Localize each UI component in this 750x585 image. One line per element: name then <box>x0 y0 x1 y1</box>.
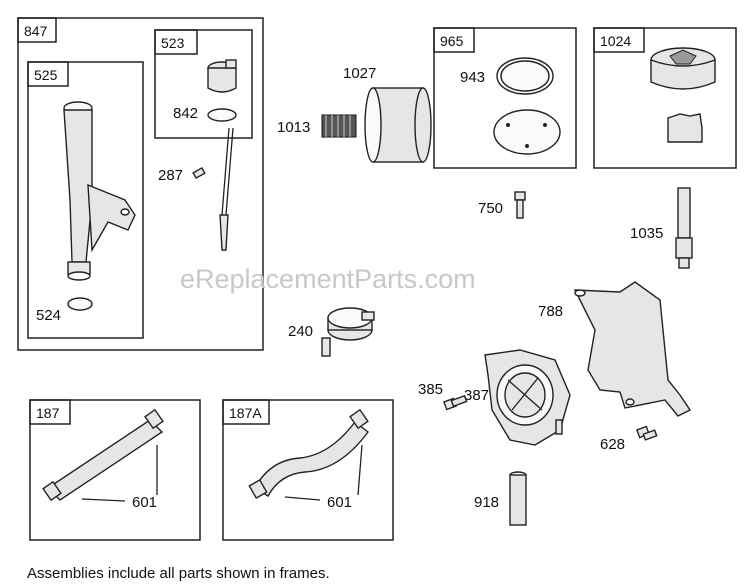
frame-965-tag: 965 <box>440 33 464 49</box>
frame-525-tag-box <box>27 61 69 87</box>
leader-601b-h <box>284 496 321 501</box>
label-524: 524 <box>36 307 61 324</box>
dipstick-rod <box>219 127 234 251</box>
dipstick-cap <box>207 59 237 93</box>
frame-187 <box>29 399 201 541</box>
label-287: 287 <box>158 167 183 184</box>
label-601b: 601 <box>327 494 352 511</box>
frame-187a-tag: 187A <box>229 405 262 421</box>
oil-pump-rotor-outer <box>650 47 716 90</box>
frame-965 <box>433 27 577 169</box>
label-387: 387 <box>464 387 489 404</box>
label-1035: 1035 <box>630 225 663 242</box>
frame-187-tag-box <box>29 399 71 425</box>
frame-525-tag: 525 <box>34 67 58 83</box>
label-750: 750 <box>478 200 503 217</box>
frame-965-tag-box <box>433 27 475 53</box>
frame-523-tag: 523 <box>161 35 185 51</box>
frame-847 <box>17 17 264 351</box>
frame-1024 <box>593 27 737 169</box>
screw-750 <box>514 191 526 219</box>
hose-187a <box>248 408 369 500</box>
label-385: 385 <box>418 381 443 398</box>
screw-385 <box>443 394 468 411</box>
frame-523 <box>154 29 253 139</box>
label-788: 788 <box>538 303 563 320</box>
frame-187-tag: 187 <box>36 405 60 421</box>
label-240: 240 <box>288 323 313 340</box>
cover-plate-965 <box>493 109 561 155</box>
frame-1024-tag-box <box>593 27 645 53</box>
leader-601b <box>357 444 363 496</box>
label-628: 628 <box>600 436 625 453</box>
watermark: eReplacementParts.com <box>180 264 476 294</box>
leader-601a-h <box>81 498 126 502</box>
sleeve-918 <box>509 471 527 526</box>
label-918: 918 <box>474 494 499 511</box>
screw-287 <box>192 166 206 180</box>
frame-187a <box>222 399 394 541</box>
gasket-943-inner <box>500 60 550 92</box>
frame-847-tag: 847 <box>24 23 48 39</box>
pump-housing <box>484 349 571 446</box>
frame-847-tag-box <box>17 17 57 43</box>
o-ring-524 <box>67 297 93 311</box>
screw-628 <box>636 425 658 441</box>
oil-pump-rotor-inner <box>667 113 703 143</box>
label-1027: 1027 <box>343 65 376 82</box>
frame-187a-tag-box <box>222 399 270 425</box>
label-943: 943 <box>460 69 485 86</box>
label-1013: 1013 <box>277 119 310 136</box>
oil-filter-1027 <box>364 87 432 163</box>
filter-adapter-1013 <box>321 114 357 138</box>
label-601a: 601 <box>132 494 157 511</box>
dipstick-tube <box>63 101 136 281</box>
fuel-filter-240 <box>321 307 375 357</box>
footnote: Assemblies include all parts shown in fr… <box>27 565 330 582</box>
hose-187 <box>42 408 164 502</box>
frame-523-tag-box <box>154 29 198 55</box>
bracket-788 <box>573 281 692 417</box>
frame-1024-tag: 1024 <box>600 33 631 49</box>
o-ring-842 <box>207 108 237 122</box>
frame-525 <box>27 61 144 339</box>
shaft-1035 <box>675 187 693 269</box>
label-842: 842 <box>173 105 198 122</box>
